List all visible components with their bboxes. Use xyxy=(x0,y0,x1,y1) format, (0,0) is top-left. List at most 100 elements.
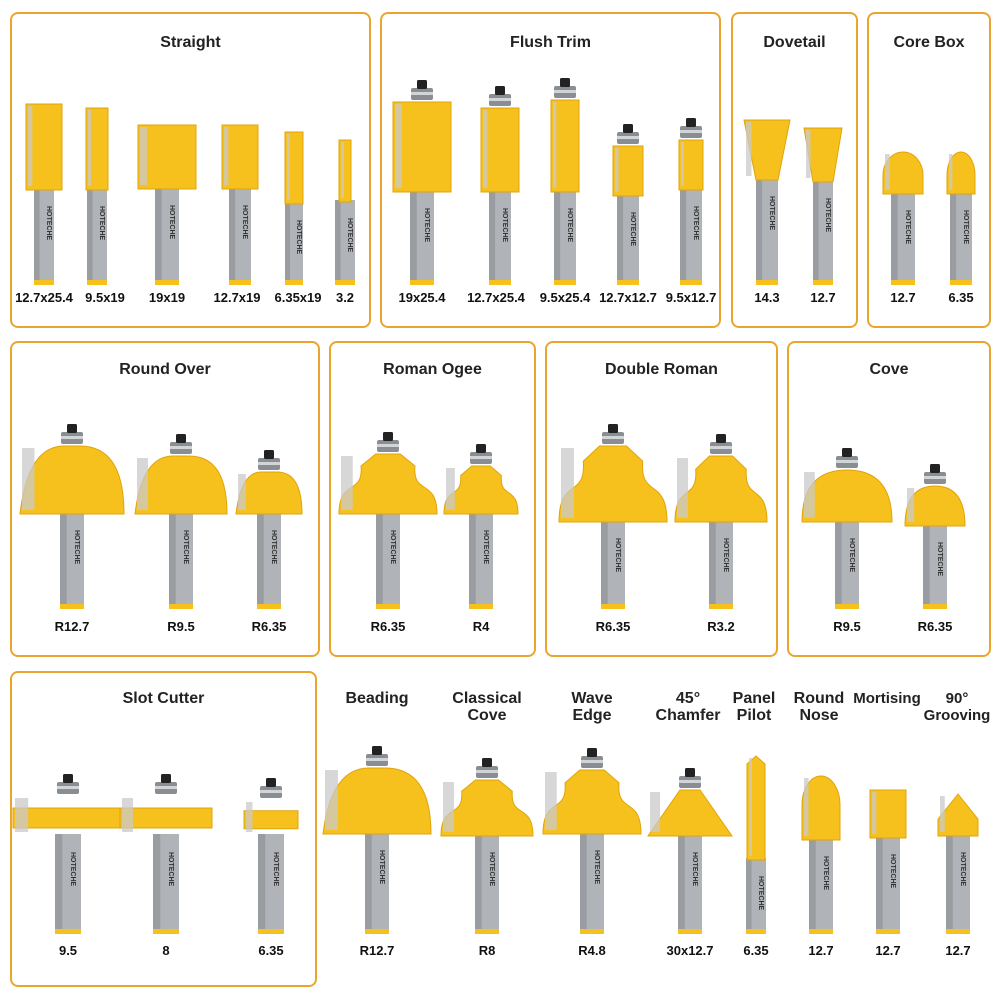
brand-mark: HOTECHE xyxy=(593,850,600,885)
group-title-roman-ogee: Roman Ogee xyxy=(383,361,482,378)
flush-trim-bit-2: HOTECHE xyxy=(480,86,520,285)
core-box-bit-2: HOTECHE xyxy=(946,151,976,285)
brand-mark: HOTECHE xyxy=(168,205,175,240)
cove-group xyxy=(787,341,991,657)
group-title-slot-cutter: Slot Cutter xyxy=(122,690,205,707)
slot-cutter-bit-3: HOTECHE xyxy=(243,778,299,934)
brand-mark: HOTECHE xyxy=(757,876,764,911)
brand-mark: HOTECHE xyxy=(936,542,943,577)
size-label-round-over-3: R6.35 xyxy=(251,619,287,634)
slot-cutter-group xyxy=(10,671,317,987)
group-title-grooving: 90° Grooving xyxy=(923,690,991,724)
round-over-bit-2: HOTECHE xyxy=(134,434,228,609)
size-label-chamfer: 30x12.7 xyxy=(666,943,714,958)
group-title-straight: Straight xyxy=(160,34,221,51)
size-label-grooving: 12.7 xyxy=(945,943,971,958)
straight-bit-2: HOTECHE xyxy=(85,107,109,285)
straight-bit-4: HOTECHE xyxy=(221,124,259,285)
cove-bit-1: HOTECHE xyxy=(801,448,893,609)
brand-mark: HOTECHE xyxy=(167,852,174,887)
brand-mark: HOTECHE xyxy=(423,208,430,243)
size-label-slot-cutter-1: 9.5 xyxy=(58,943,78,958)
mortising-bit: HOTECHE xyxy=(869,789,907,934)
group-title-cove: Cove xyxy=(869,361,909,378)
brand-mark: HOTECHE xyxy=(904,210,911,245)
brand-mark: HOTECHE xyxy=(824,198,831,233)
brand-mark: HOTECHE xyxy=(962,210,969,245)
group-title-dovetail: Dovetail xyxy=(763,34,826,51)
dovetail-bit-1: HOTECHE xyxy=(743,119,791,285)
size-label-mortising: 12.7 xyxy=(875,943,901,958)
size-label-dovetail-2: 12.7 xyxy=(810,290,836,305)
size-label-slot-cutter-3: 6.35 xyxy=(258,943,284,958)
brand-mark: HOTECHE xyxy=(270,530,277,565)
flush-trim-bit-3: HOTECHE xyxy=(550,78,580,285)
size-label-flush-trim-4: 12.7x12.7 xyxy=(599,290,657,305)
round-over-group xyxy=(10,341,320,657)
size-label-flush-trim-5: 9.5x12.7 xyxy=(665,290,717,305)
brand-mark: HOTECHE xyxy=(848,538,855,573)
size-label-core-box-2: 6.35 xyxy=(948,290,974,305)
group-title-round-nose: Round Nose xyxy=(793,690,845,724)
brand-mark: HOTECHE xyxy=(488,852,495,887)
round-over-bit-3: HOTECHE xyxy=(235,450,303,609)
size-label-roman-ogee-1: R6.35 xyxy=(370,619,406,634)
group-title-wave-edge: Wave Edge xyxy=(571,690,613,724)
size-label-flush-trim-2: 12.7x25.4 xyxy=(467,290,525,305)
brand-mark: HOTECHE xyxy=(241,205,248,240)
core-box-group xyxy=(867,12,991,328)
chamfer-bit: HOTECHE xyxy=(647,768,733,934)
straight-group xyxy=(10,12,371,328)
wave-edge-bit: HOTECHE xyxy=(542,748,642,934)
brand-mark: HOTECHE xyxy=(182,530,189,565)
brand-mark: HOTECHE xyxy=(73,530,80,565)
brand-mark: HOTECHE xyxy=(295,220,302,255)
brand-mark: HOTECHE xyxy=(822,856,829,891)
size-label-classical-cove: R8 xyxy=(478,943,496,958)
roman-ogee-bit-1: HOTECHE xyxy=(338,432,438,609)
size-label-straight-1: 12.7x25.4 xyxy=(15,290,73,305)
group-title-core-box: Core Box xyxy=(893,34,965,51)
double-roman-group xyxy=(545,341,778,657)
brand-mark: HOTECHE xyxy=(889,854,896,889)
brand-mark: HOTECHE xyxy=(45,206,52,241)
brand-mark: HOTECHE xyxy=(346,218,353,253)
brand-mark: HOTECHE xyxy=(691,852,698,887)
size-label-dovetail-1: 14.3 xyxy=(754,290,780,305)
brand-mark: HOTECHE xyxy=(566,208,573,243)
brand-mark: HOTECHE xyxy=(629,212,636,247)
size-label-roman-ogee-2: R4 xyxy=(472,619,490,634)
slot-cutter-bit-1: HOTECHE xyxy=(12,774,124,934)
brand-mark: HOTECHE xyxy=(69,852,76,887)
dovetail-bit-2: HOTECHE xyxy=(803,127,843,285)
size-label-straight-2: 9.5x19 xyxy=(85,290,125,305)
brand-mark: HOTECHE xyxy=(98,206,105,241)
panel-pilot-bit: HOTECHE xyxy=(746,755,766,934)
flush-trim-bit-1: HOTECHE xyxy=(392,80,452,285)
size-label-round-over-2: R9.5 xyxy=(167,619,195,634)
size-label-round-over-1: R12.7 xyxy=(54,619,90,634)
size-label-flush-trim-3: 9.5x25.4 xyxy=(539,290,591,305)
flush-trim-bit-5: HOTECHE xyxy=(678,118,704,285)
size-label-straight-5: 6.35x19 xyxy=(274,290,322,305)
slot-cutter-bit-2: HOTECHE xyxy=(119,774,213,934)
brand-mark: HOTECHE xyxy=(501,208,508,243)
brand-mark: HOTECHE xyxy=(272,852,279,887)
group-title-flush-trim: Flush Trim xyxy=(510,34,591,51)
round-over-bit-1: HOTECHE xyxy=(19,424,125,609)
brand-mark: HOTECHE xyxy=(768,196,775,231)
size-label-cove-1: R9.5 xyxy=(833,619,861,634)
size-label-flush-trim-1: 19x25.4 xyxy=(398,290,446,305)
group-title-panel-pilot: Panel Pilot xyxy=(732,690,776,724)
round-nose-bit: HOTECHE xyxy=(801,775,841,934)
roman-ogee-group xyxy=(329,341,536,657)
size-label-round-nose: 12.7 xyxy=(808,943,834,958)
group-title-beading: Beading xyxy=(345,690,409,707)
straight-bit-5: HOTECHE xyxy=(284,131,304,285)
size-label-core-box-1: 12.7 xyxy=(890,290,916,305)
group-title-chamfer: 45° Chamfer xyxy=(655,690,721,724)
group-title-round-over: Round Over xyxy=(119,361,211,378)
size-label-cove-2: R6.35 xyxy=(917,619,953,634)
size-label-straight-6: 3.2 xyxy=(335,290,355,305)
size-label-double-roman-1: R6.35 xyxy=(595,619,631,634)
